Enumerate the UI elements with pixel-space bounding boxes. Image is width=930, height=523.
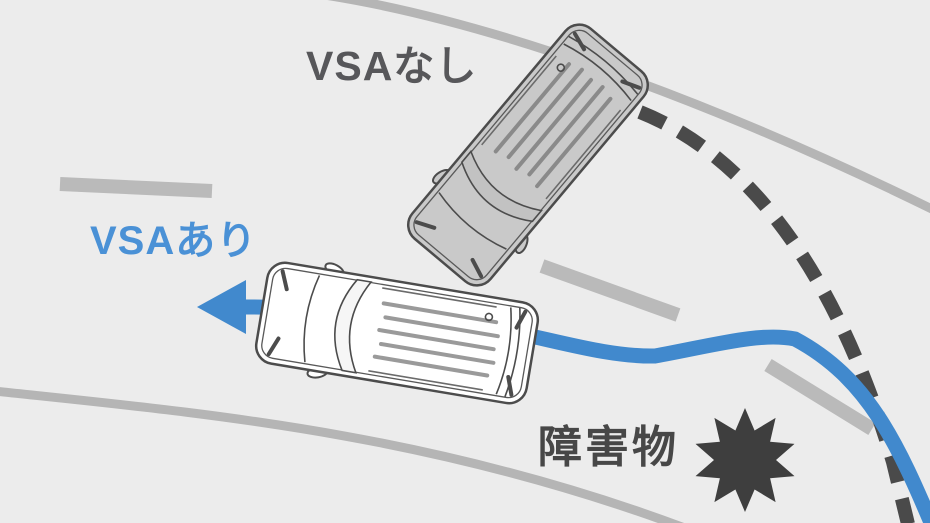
label-obstacle: 障害物 — [538, 423, 679, 472]
car-with-vsa-icon — [250, 249, 544, 417]
lane-dash-icon — [764, 359, 876, 435]
skid-trajectory-dashed — [637, 105, 915, 523]
obstacle-star-icon — [695, 408, 795, 512]
label-with-vsa: VSAあり — [90, 219, 258, 263]
lane-dash-icon — [539, 259, 681, 322]
vsa-arrow-head-icon — [197, 280, 246, 334]
label-without-vsa: VSAなし — [306, 43, 478, 89]
lane-dash-icon — [59, 177, 213, 198]
road-edge-lower — [0, 387, 685, 523]
